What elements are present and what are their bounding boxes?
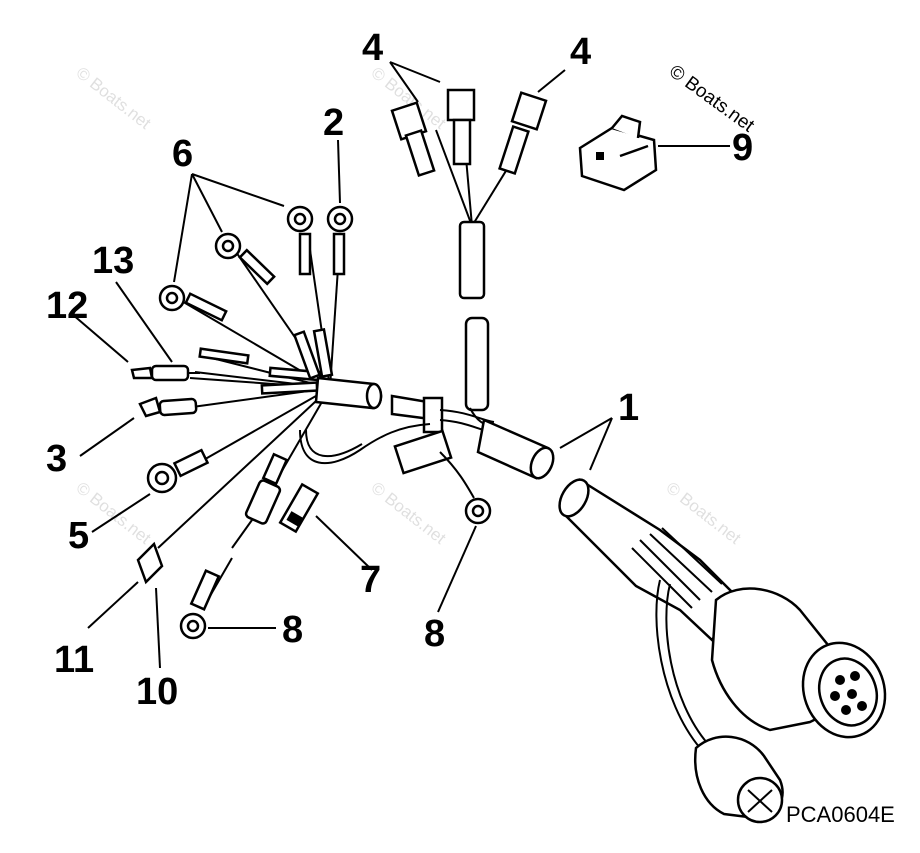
callouts: 1 2 3 4 4 5 6 7 8 8 9 10 11 12 13 — [46, 27, 753, 713]
main-connector-1 — [558, 478, 887, 824]
leader-lines — [71, 61, 730, 669]
harness-branch — [299, 316, 555, 499]
callout-12: 12 — [46, 285, 88, 327]
ring-terminal-5 — [146, 448, 210, 494]
callout-6: 6 — [172, 133, 193, 175]
callout-7: 7 — [360, 559, 381, 601]
fuse-and-terminals — [179, 452, 492, 640]
callout-13: 13 — [92, 240, 134, 282]
spade-connectors-4 — [390, 88, 548, 300]
callout-9: 9 — [732, 127, 753, 169]
callout-3: 3 — [46, 438, 67, 480]
watermark-5: © Boats.net — [663, 478, 745, 548]
terminal-10-11 — [136, 541, 164, 585]
callout-10: 10 — [136, 671, 178, 713]
watermark-1: © Boats.net — [73, 63, 155, 133]
callout-11: 11 — [54, 639, 94, 681]
watermark-6: © Boats.net — [665, 61, 758, 137]
callout-8a: 8 — [282, 609, 303, 651]
callout-4b: 4 — [570, 31, 591, 73]
callout-4a: 4 — [362, 27, 383, 69]
watermark-4: © Boats.net — [368, 478, 450, 548]
callout-2: 2 — [323, 102, 344, 144]
callout-5: 5 — [68, 515, 89, 557]
drawing-code: PCA0604E — [786, 802, 895, 827]
clip-9 — [578, 114, 658, 192]
bullet-connectors — [130, 364, 200, 418]
callout-1: 1 — [618, 387, 639, 429]
ring-terminals-6-2 — [158, 205, 354, 322]
callout-8b: 8 — [424, 613, 445, 655]
